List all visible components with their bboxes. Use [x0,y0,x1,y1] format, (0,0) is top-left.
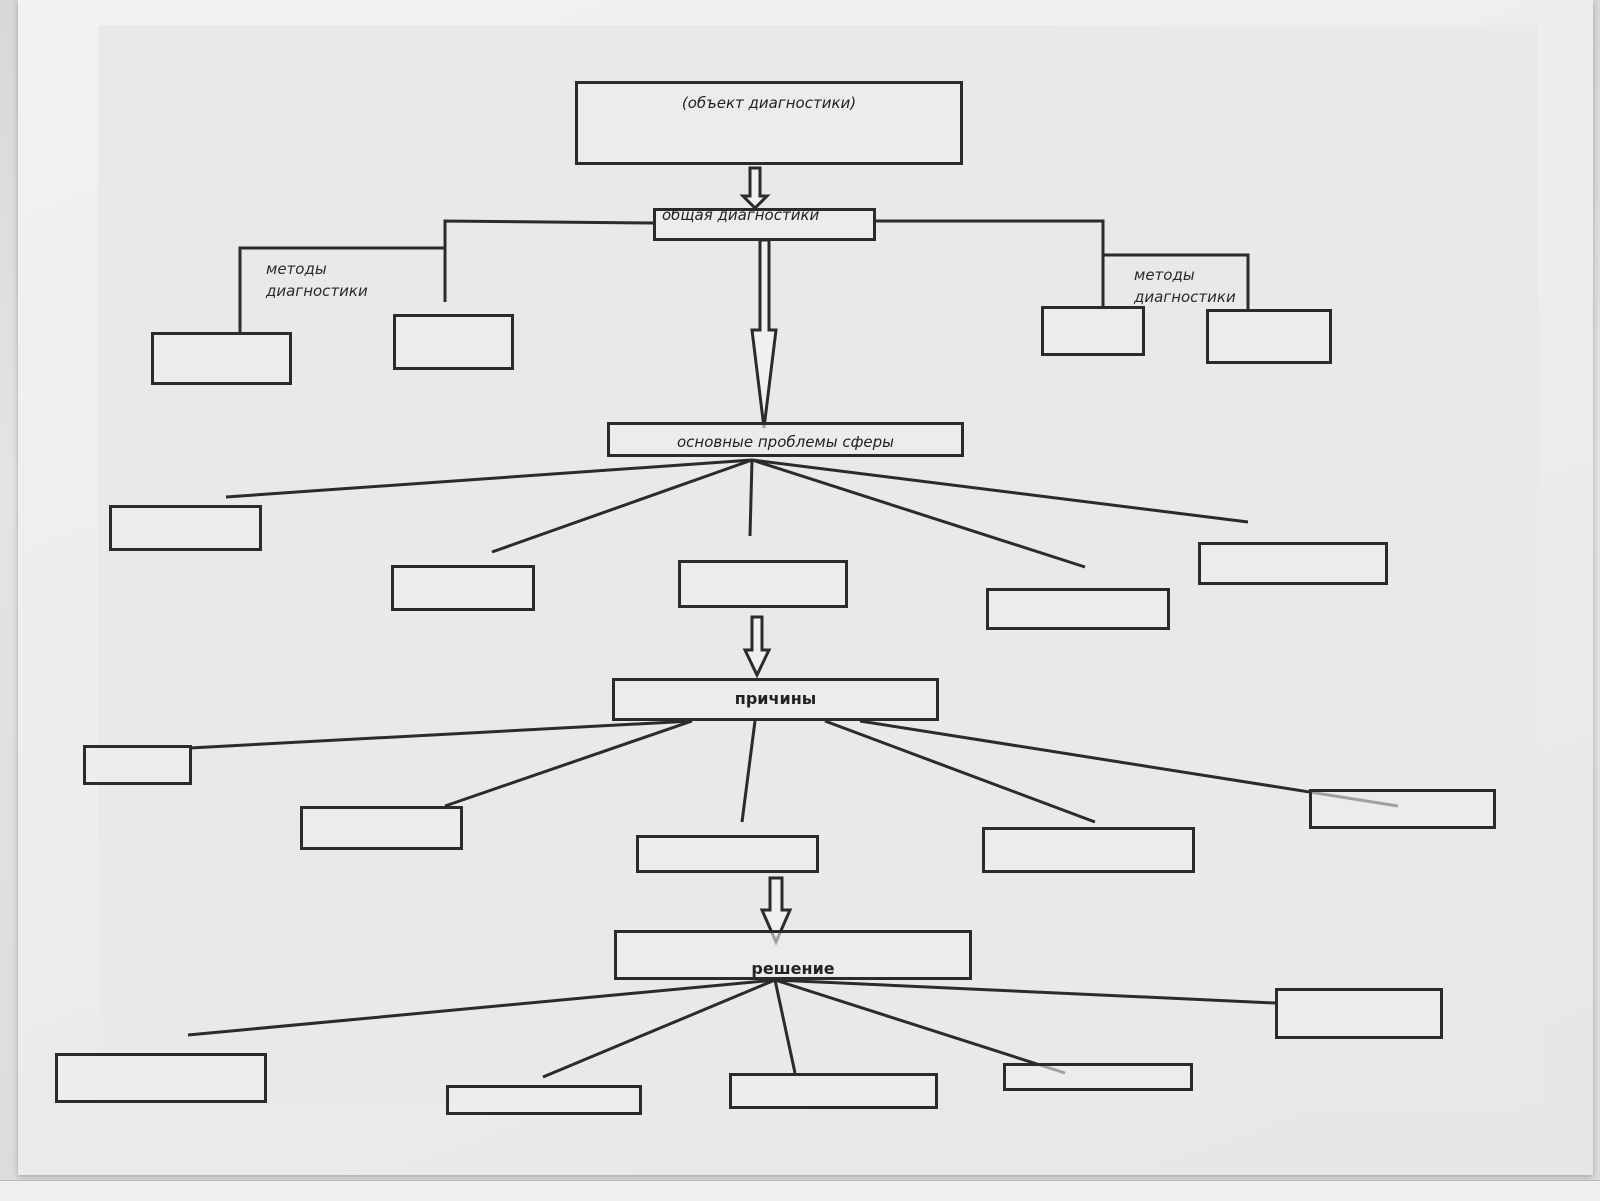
problem-box-3 [678,560,848,608]
arrow-object-to-general [739,166,771,211]
method-box-2 [393,314,514,370]
line-right-methods [1103,253,1250,310]
solution-box-4 [1003,1063,1193,1091]
solution-box-1 [55,1053,267,1103]
lower-paper-edge [0,1180,1600,1201]
cause-box-3 [636,835,819,873]
general-diagnostics-label: общая диагностики [662,206,820,224]
line-general-left [443,219,654,302]
causes-box: причины [612,678,939,721]
method-box-4 [1206,309,1332,364]
ray-causes-2 [444,719,693,808]
cause-box-1 [83,745,192,785]
solution-label: решение [751,959,835,978]
ray-causes-1 [189,719,693,750]
ray-problems-2 [491,458,753,554]
arrow-problems-to-causes [742,615,772,679]
ray-causes-5 [859,719,1399,808]
ray-problems-5 [751,458,1249,524]
solution-box-5 [1275,988,1443,1039]
line-left-methods [238,246,445,333]
ray-solution-3 [773,979,797,1074]
problems-box: основные проблемы сферы [607,422,964,457]
problems-label: основные проблемы сферы [676,433,895,451]
ray-solution-2 [542,978,776,1079]
ray-solution-4 [774,978,1066,1075]
ray-solution-1 [187,978,776,1037]
ray-problems-4 [751,458,1086,569]
cause-box-4 [982,827,1195,873]
causes-label: причины [734,689,817,708]
solution-box-2 [446,1085,642,1115]
method-box-3 [1041,306,1145,356]
methods-label-left: методы диагностики [266,260,368,300]
arrow-causes-to-solution [759,876,793,946]
problem-box-1 [109,505,262,551]
methods-label-right: методы диагностики [1134,266,1236,306]
ray-problems-3 [748,459,754,537]
arrow-general-to-problems [750,238,778,429]
general-diagnostics-box: общая диагностики [653,206,876,241]
line-general-right [875,219,1105,306]
cause-box-2 [300,806,463,850]
ray-problems-1 [225,458,753,499]
cause-box-5 [1309,789,1496,829]
ray-causes-3 [740,720,757,823]
ray-causes-4 [824,719,1096,824]
solution-box-3 [729,1073,938,1109]
solution-box: решение [614,930,972,980]
method-box-1 [151,332,292,385]
problem-box-2 [391,565,535,611]
problem-box-4 [986,588,1170,630]
ray-solution-5 [774,978,1276,1005]
object-label: (объект диагностики) [681,94,857,112]
problem-box-5 [1198,542,1388,585]
object-box: (объект диагностики) [575,81,963,165]
